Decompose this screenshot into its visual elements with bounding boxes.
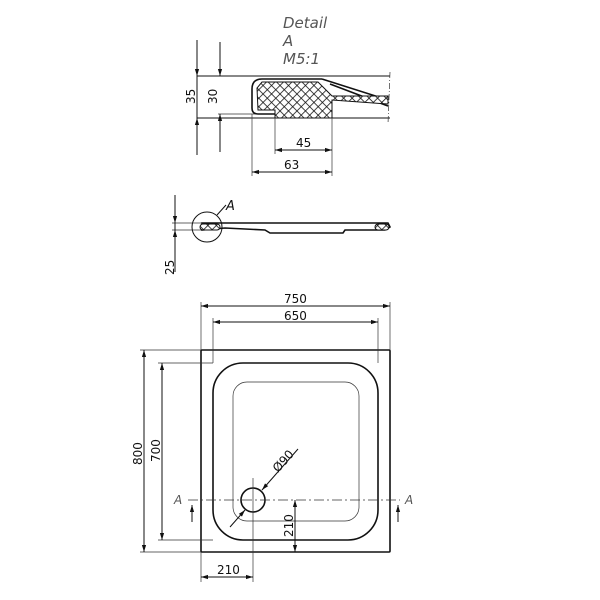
dim-700: 700 [149,439,163,462]
dim-25: 25 [163,260,177,275]
dim-45: 45 [296,136,311,150]
detail-marker-a: A [225,199,235,214]
dim-750: 750 [284,292,307,306]
dim-drain-diameter: Ø90 [270,447,297,475]
detail-letter: A [282,32,293,50]
dim-63: 63 [284,158,299,172]
side-view: 25 A [163,195,392,275]
section-label-right: A [404,493,413,507]
dim-210-horizontal: 210 [217,563,240,577]
plan-view: A A 750 650 800 700 210 210 Ø90 [131,292,413,582]
detail-a: Detail A M5:1 35 30 45 63 [184,14,391,176]
detail-scale: M5:1 [283,50,320,68]
dim-30: 30 [206,89,220,104]
dim-800: 800 [131,442,145,465]
section-label-left: A [173,493,182,507]
detail-title: Detail [283,14,328,32]
dim-210-vertical: 210 [282,514,296,537]
dim-35: 35 [184,89,198,104]
dim-650: 650 [284,309,307,323]
